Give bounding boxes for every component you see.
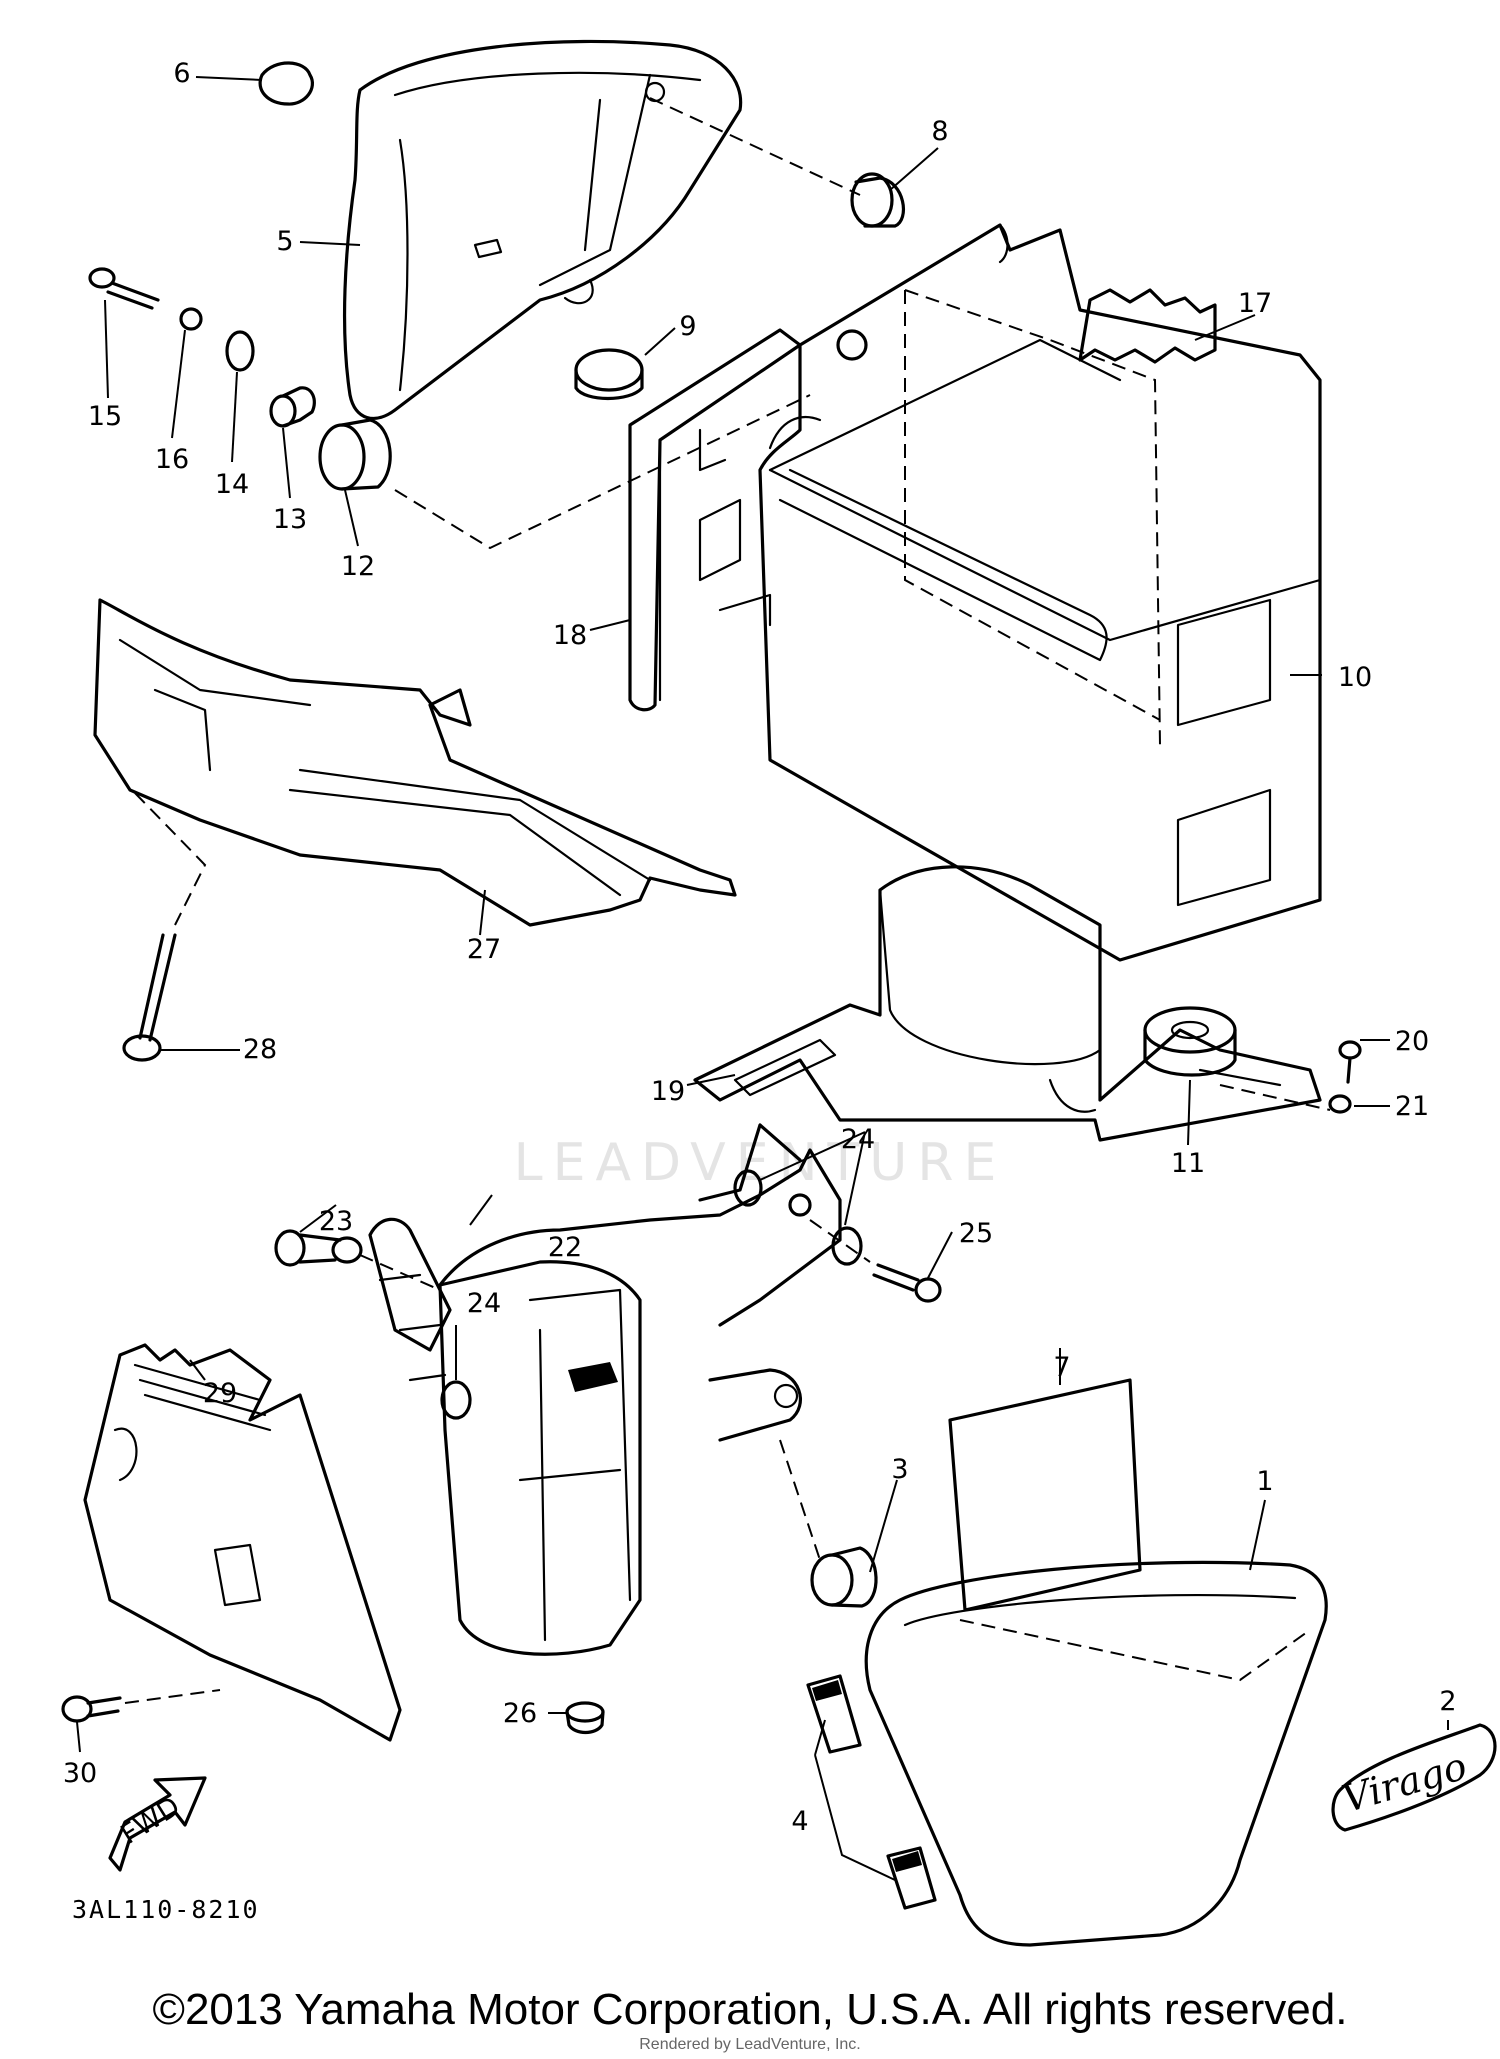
callout-8: 8 [931,116,948,147]
part-8-grommet [850,172,905,228]
assembly-line-bolt [649,97,861,196]
part-28-screw [122,933,177,1062]
part-6-cap [258,61,314,106]
callout-1: 1 [1256,1466,1273,1497]
part-23-bolt [274,1229,441,1291]
callout-29: 29 [203,1378,237,1409]
part-4-pad-lower [886,1846,937,1910]
part-4-pad-upper [806,1674,862,1754]
part-19-lower-bracket [693,865,1322,1142]
callout-22: 22 [548,1232,582,1263]
part-9-grommet [574,348,644,400]
part-24-rubber-right [831,1226,863,1266]
fwd-label: FWD [116,1791,186,1851]
callout-23: 23 [319,1206,353,1237]
callout-4: 4 [791,1806,808,1837]
callout-18: 18 [553,620,587,651]
leader-lines [76,76,1449,1881]
callout-6: 6 [173,58,190,89]
callout-16: 16 [155,444,189,475]
part-13-collar [269,386,316,428]
part-24-rubber-left [440,1380,472,1420]
rendered-by-credit: Rendered by LeadVenture, Inc. [639,2036,861,2053]
callout-28: 28 [243,1034,277,1065]
callout-26: 26 [503,1698,537,1729]
part-11-grommet [1143,1006,1237,1077]
part-2-emblem: Virago [1331,1723,1497,1832]
callout-24-left: 24 [467,1288,501,1319]
fwd-arrow-icon: FWD [108,1776,207,1872]
assembly-line-plate [134,792,207,926]
part-22-electrical-box [368,1123,842,1656]
callout-7: 7 [1053,1352,1070,1383]
part-5-upper-cover [342,39,743,420]
part-29-side-plate [83,1343,402,1742]
callout-30: 30 [63,1758,97,1789]
assembly-line-grommet-nut [1219,1084,1331,1111]
part-24-rubber-upper [733,1169,763,1207]
part-3-grommet [779,1439,878,1608]
part-14-washer [225,330,255,372]
copyright-notice: ©2013 Yamaha Motor Corporation, U.S.A. A… [152,1985,1348,2034]
callout-13: 13 [273,504,307,535]
callout-20: 20 [1395,1026,1429,1057]
callout-21: 21 [1395,1091,1429,1122]
part-30-bolt [61,1689,221,1723]
callout-2: 2 [1439,1686,1456,1717]
callout-11: 11 [1171,1148,1205,1179]
callout-27: 27 [467,934,501,965]
part-25-bolt [809,1219,942,1303]
part-21-nut [1328,1094,1352,1114]
part-20-screw [1338,1040,1362,1084]
part-17-foam-pad [1078,288,1217,364]
part-26-grommet [565,1701,605,1735]
part-1-side-cover [864,1560,1328,1947]
diagram-code: 3AL110-8210 [72,1895,260,1924]
callout-10: 10 [1338,662,1372,693]
part-16-washer [179,307,203,331]
part-27-cover-plate [93,598,737,927]
callout-24-upper: 24 [841,1124,875,1155]
callout-3: 3 [891,1454,908,1485]
part-18-bracket [628,328,802,712]
callout-17: 17 [1238,288,1272,319]
part-7-gasket [948,1378,1142,1612]
callout-14: 14 [215,469,249,500]
part-12-grommet [318,418,392,491]
callout-19: 19 [651,1076,685,1107]
callout-12: 12 [341,551,375,582]
callout-25: 25 [959,1218,993,1249]
part-10-battery-box [758,223,1322,962]
callout-15: 15 [88,401,122,432]
assembly-line-grommet [394,394,811,550]
callout-5: 5 [276,226,293,257]
part-15-bolt [88,267,160,310]
callout-9: 9 [679,311,696,342]
